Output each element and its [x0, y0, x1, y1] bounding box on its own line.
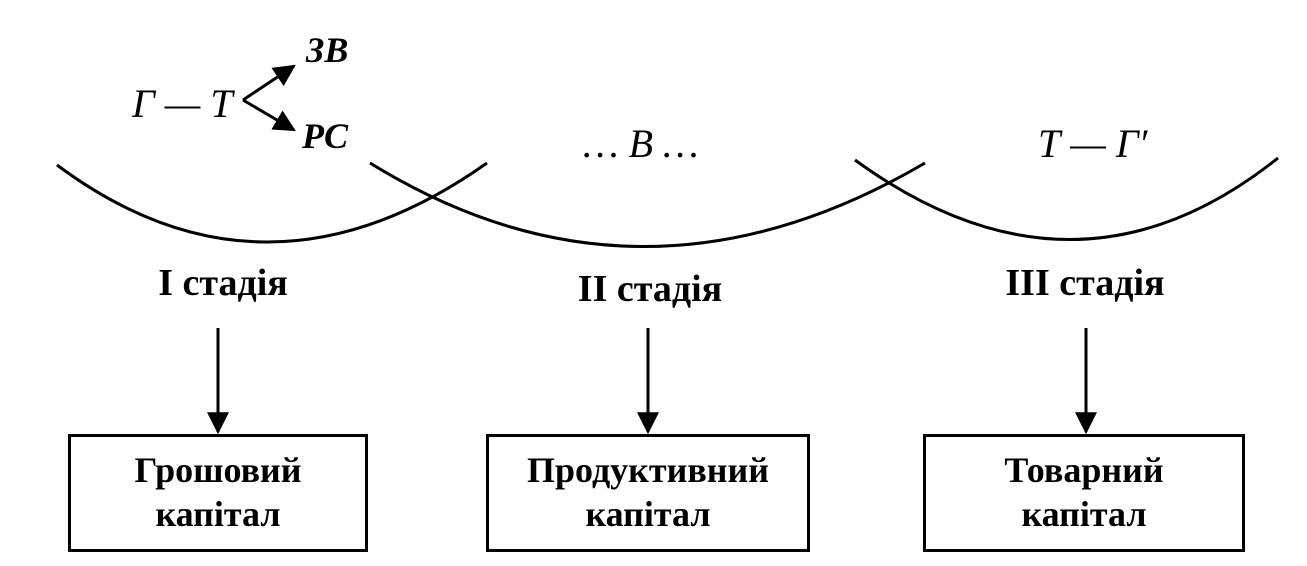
stage-1-label: І стадія — [158, 262, 288, 304]
productive-capital-box: Продуктивний капітал — [486, 434, 810, 552]
means-of-production-label: ЗВ — [306, 30, 349, 70]
stage-3-arc — [854, 156, 1279, 241]
stage-2-formula: … В … — [583, 121, 699, 166]
productive-capital-line-1: Продуктивний — [526, 450, 770, 491]
commodity-capital-box: Товарний капітал — [923, 434, 1245, 552]
stage-2-label: ІІ стадія — [577, 268, 723, 310]
stage-1-arc — [56, 161, 488, 244]
stage-1-formula: Г — Т — [132, 81, 233, 126]
money-capital-line-1: Грошовий — [134, 450, 302, 491]
productive-capital-line-2: капітал — [585, 494, 711, 534]
stage-3-formula: Т — Г′ — [1038, 121, 1148, 166]
stage-3-label: ІІІ стадія — [1005, 262, 1165, 304]
branch-arrow-up — [242, 64, 296, 102]
branch-arrow-down — [242, 98, 296, 132]
commodity-capital-line-1: Товарний — [1004, 450, 1164, 491]
money-capital-box: Грошовий капітал — [68, 434, 368, 552]
money-capital-line-2: капітал — [155, 494, 281, 534]
stage-2-arc — [369, 161, 926, 248]
labor-power-label: РС — [302, 116, 349, 156]
commodity-capital-line-2: капітал — [1021, 494, 1147, 534]
